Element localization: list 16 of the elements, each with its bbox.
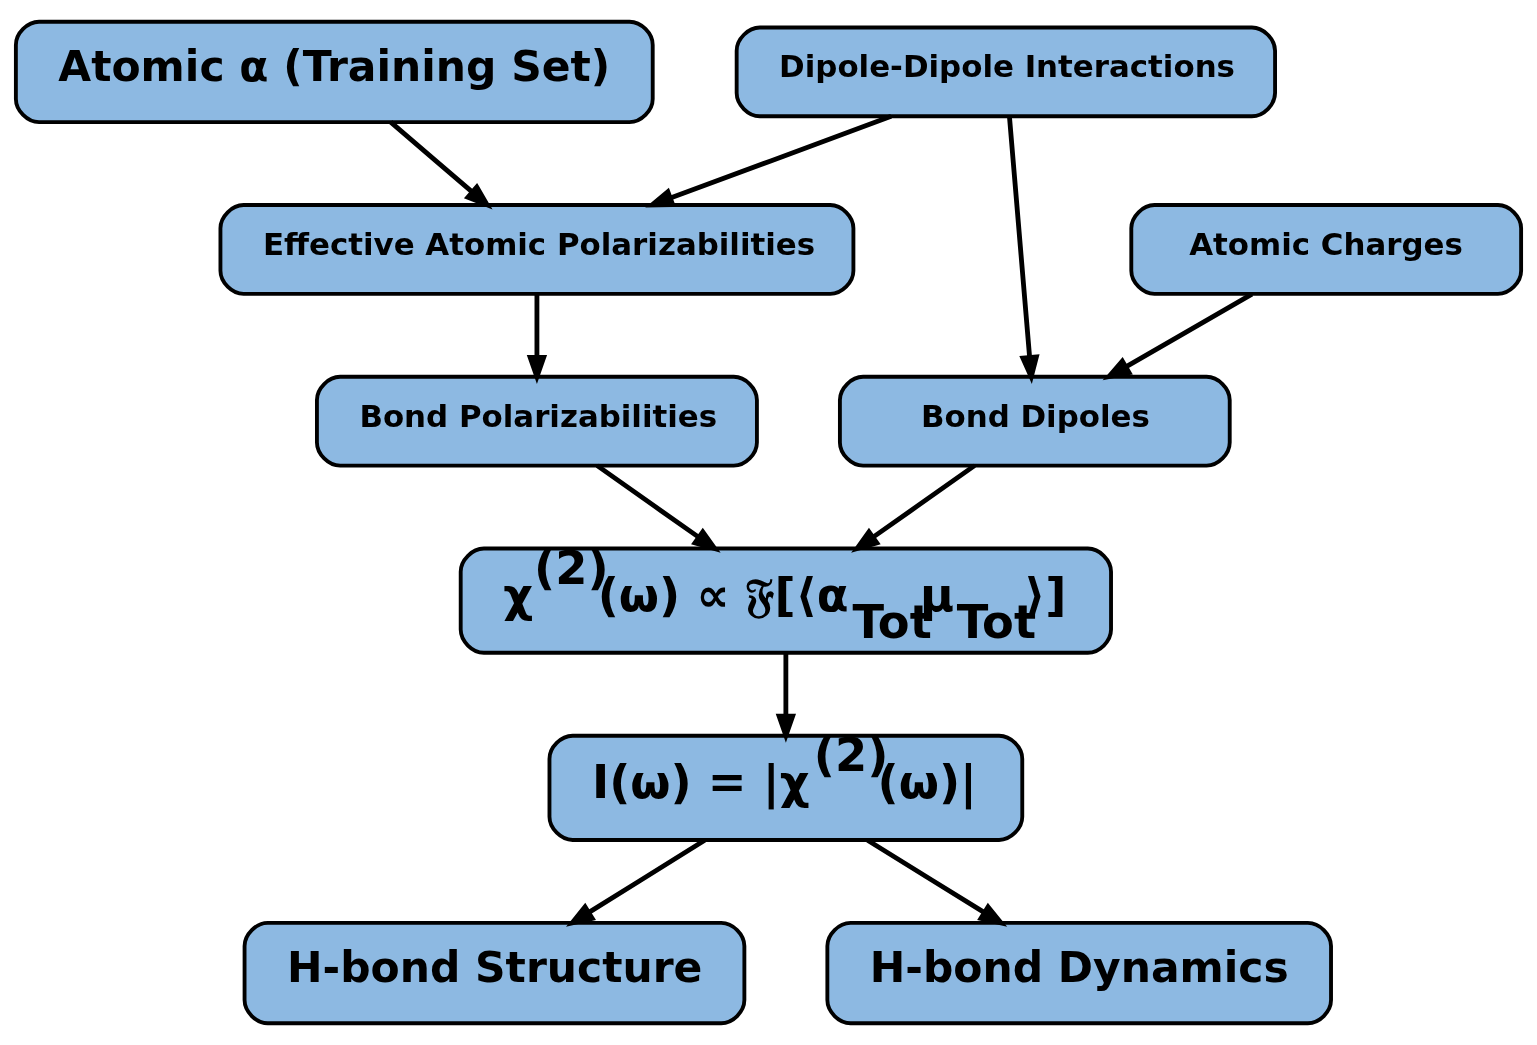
- arrow: [389, 120, 493, 210]
- arrow: [595, 463, 721, 553]
- arrow: [775, 653, 796, 743]
- node-box: Bond Polarizabilities: [315, 374, 759, 468]
- node-box: Dipole-Dipole Interactions: [734, 25, 1277, 119]
- node-box: Bond Dipoles: [837, 374, 1232, 468]
- arrow: [526, 294, 548, 385]
- arrow: [1007, 116, 1040, 384]
- arrow: [851, 463, 976, 553]
- node-box: H-bond Structure: [242, 921, 747, 1026]
- node-box: H-bond Dynamics: [825, 921, 1333, 1026]
- node-box: Effective Atomic Polarizabilities: [218, 203, 856, 296]
- arrow: [1102, 292, 1254, 381]
- node-box: Atomic Charges: [1129, 203, 1524, 296]
- arrow: [645, 114, 892, 208]
- node-box: Atomic α (Training Set): [13, 19, 655, 124]
